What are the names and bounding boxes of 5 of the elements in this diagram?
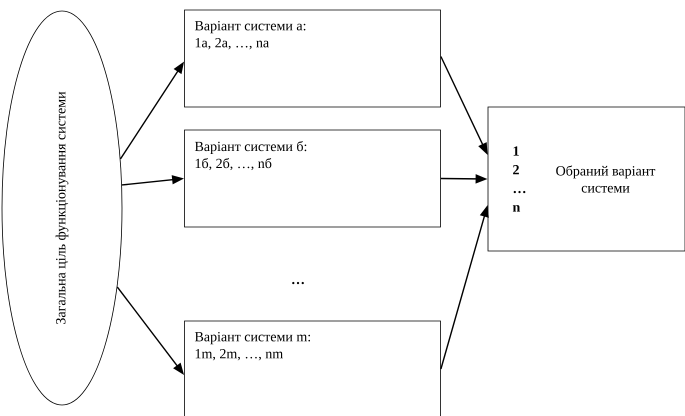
variant-box: Варіант системи m: 1m, 2m, …, nm	[184, 320, 441, 416]
variant-box: Варіант системи а: 1а, 2а, …, nа	[184, 10, 441, 108]
result-box: 1 2 … n Обраний варіант системи	[488, 106, 685, 252]
ellipsis-label: …	[292, 282, 304, 284]
variant-box: Варіант системи б: 1б, 2б, …, nб	[184, 130, 441, 228]
